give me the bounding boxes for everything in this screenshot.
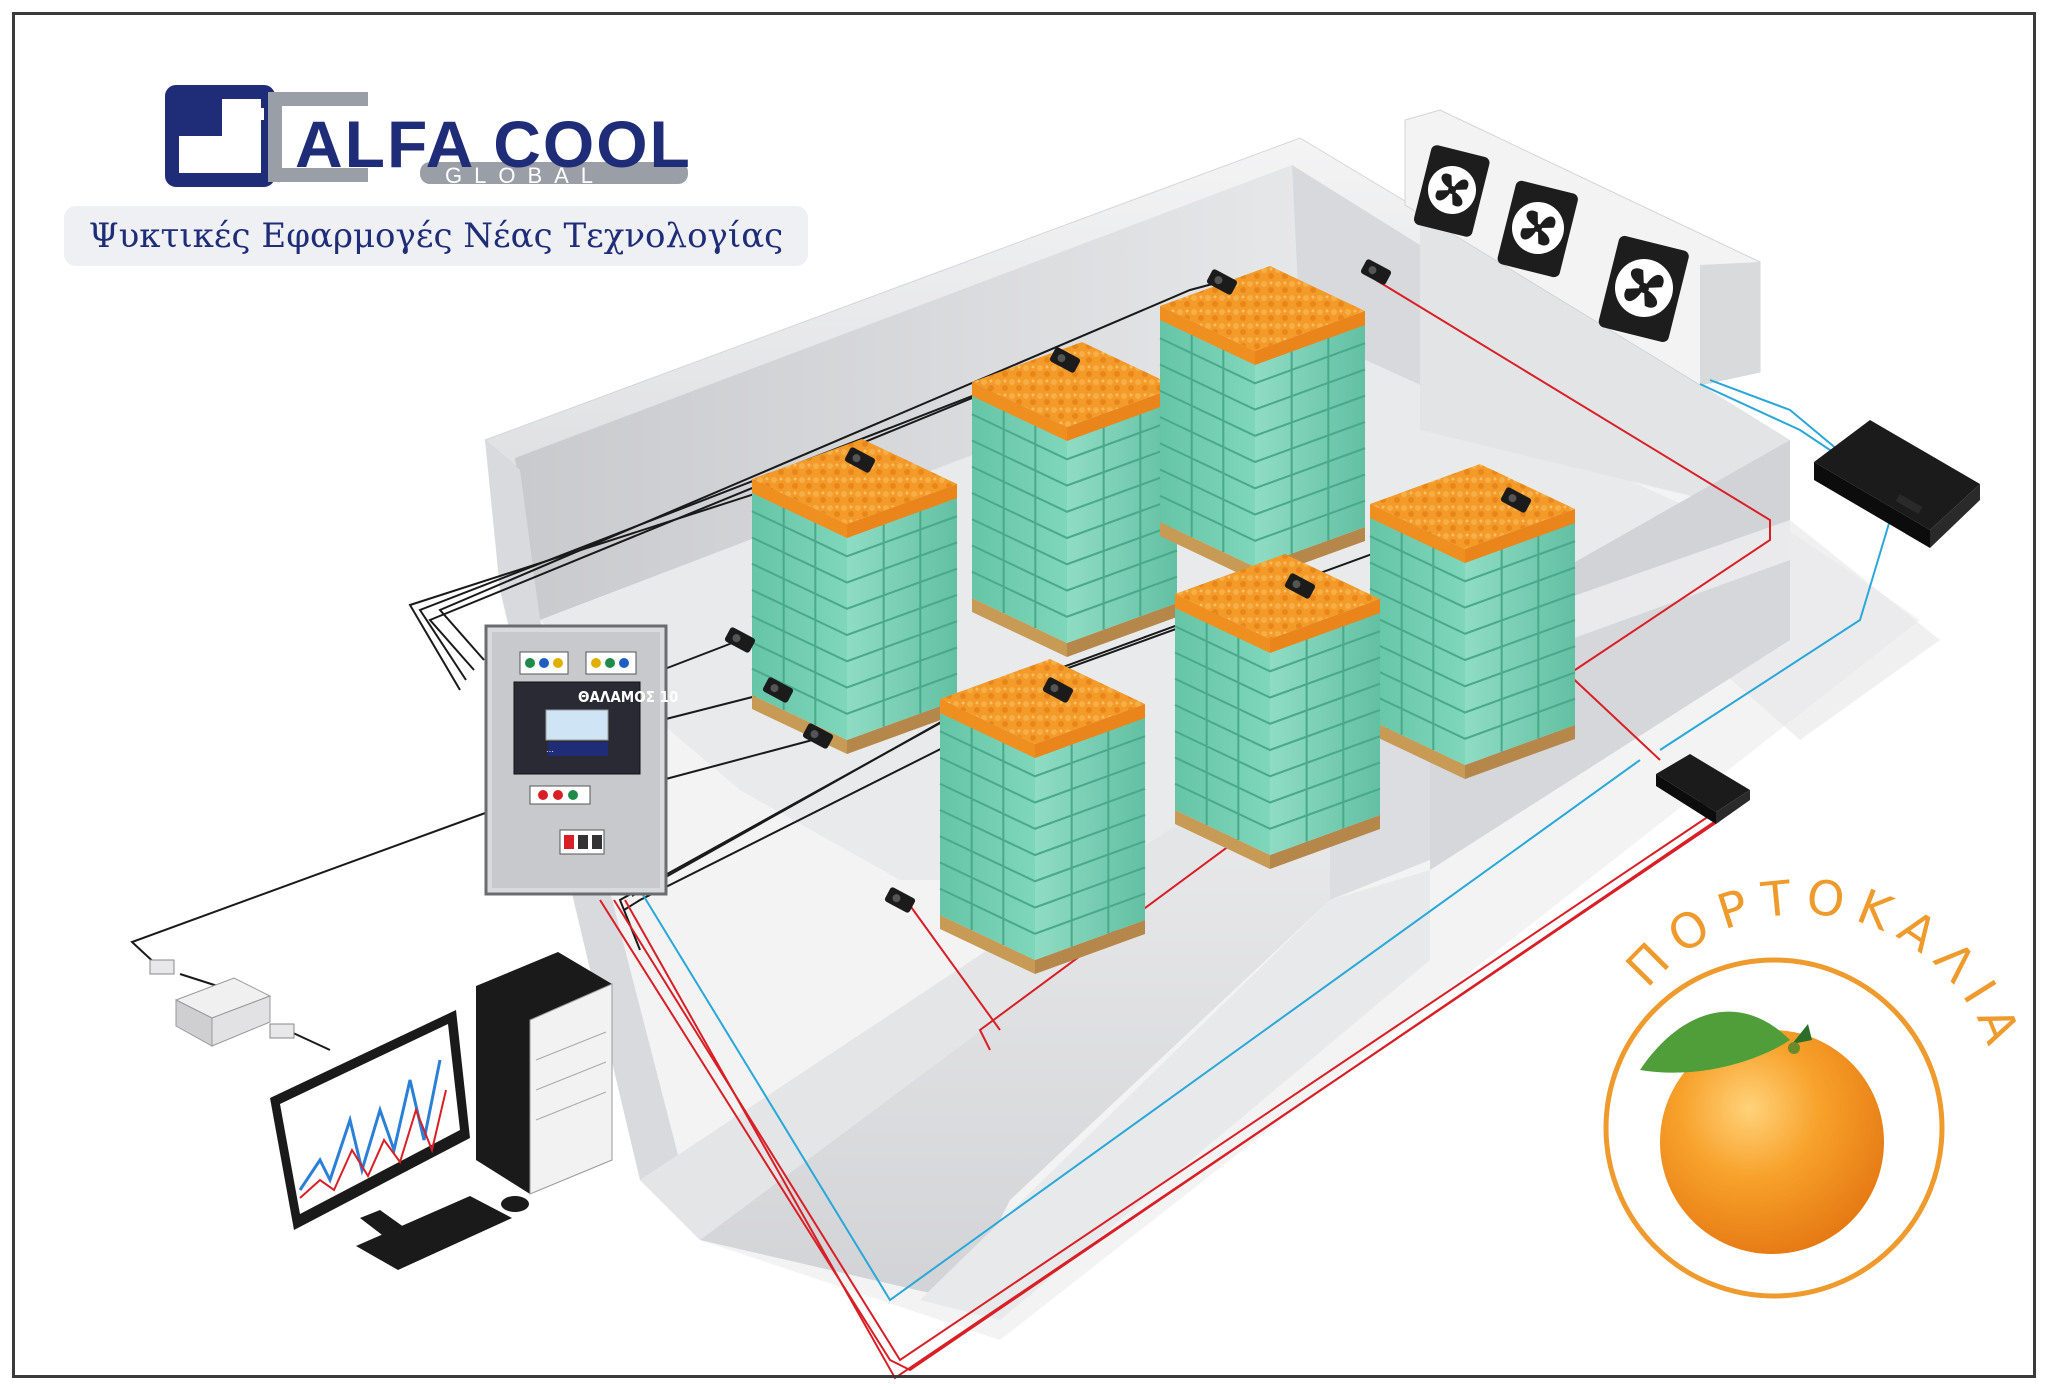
orange-fruit-top-edge [1465,509,1575,563]
control-panel-title: ΘΑΛΑΜΟΣ 10 [578,688,679,706]
network-gateway-icon [149,959,295,1047]
orange-fruit-top [1160,266,1365,351]
control-cabinet-icon [484,624,668,896]
orange-fruit-top [972,342,1177,427]
orange-fruit-top-edge [1370,504,1465,563]
orange-fruit-top-edge [1160,306,1255,365]
pallet-base [1067,603,1177,657]
orange-fruit-top [1370,464,1575,549]
temperature-sensor-icon [1360,259,1392,285]
orange-fruit-top-edge [752,479,847,538]
fan-icon [1414,145,1490,237]
pallet-base [1175,810,1270,869]
controller-box-icon [1814,420,1980,548]
orange-pallet [1369,464,1576,779]
sensor-lens [1508,494,1517,503]
evaporator-unit [1404,109,1761,386]
temperature-sensor-icon [1042,677,1074,703]
orange-fruit-top-edge [1175,594,1270,653]
sensor-lens [1050,684,1059,693]
orange-fruit-top-edge [1270,599,1380,653]
sensor-lens [892,894,901,903]
temperature-sensor-icon [1206,269,1238,295]
temperature-sensor-icon [724,627,756,653]
logo-name: ALFA COOL [295,107,692,181]
computer-icon [270,952,613,1270]
orange-fruit-top-edge [1067,387,1177,441]
tagline-box [64,206,808,266]
orange-fruit-top [1175,554,1380,639]
orange-fruit-top-edge [940,699,1035,758]
orange-fruit-top [752,439,957,524]
pallet-base [940,915,1035,974]
sensor-lens [732,634,741,643]
orange-fruit-top-edge [1255,311,1365,365]
pallet-base [847,700,957,754]
pallet-base [1370,720,1465,779]
orange-fruit-top-edge [972,382,1067,441]
temperature-sensor-icon [1500,487,1532,513]
orange-pallet [1159,266,1366,581]
pallet-base [1035,920,1145,974]
orange-pallet [1174,554,1381,869]
sensor-lens [1214,276,1223,285]
company-logo [165,85,688,187]
orange-fruit-top-edge [847,484,957,538]
orange-pallet [971,342,1178,657]
pallet-base [1270,815,1380,869]
sensor-lens [1368,266,1377,275]
orange-fruit-top-edge [1035,704,1145,758]
pallet-base [1465,725,1575,779]
temperature-sensor-icon [1049,347,1081,373]
sensor-lens [770,684,779,693]
fan-icon [1497,180,1578,278]
temperature-sensor-icon [802,723,834,749]
sensor-lens [852,454,861,463]
sensor-lens [1292,580,1301,589]
fan-icon [1598,235,1689,343]
temperature-sensor-icon [1284,573,1316,599]
orange-fruit-top [940,659,1145,744]
orange-fruit-icon [1640,1011,1884,1254]
temperature-sensor-icon [884,887,916,913]
controller-box-icon [1656,754,1750,824]
orange-pallet [939,659,1146,974]
sensor-lens [810,730,819,739]
sensor-lens [1057,354,1066,363]
logo-subtitle: GLOBAL [445,163,606,188]
temperature-sensor-icon [844,447,876,473]
control-panel-brand: … [546,745,554,754]
tagline: Ψυκτικές Εφαρμογές Νέας Τεχνολογίας [88,216,784,256]
temperature-sensor-icon [762,677,794,703]
pallet-base [972,598,1067,657]
image-frame [12,12,2036,1378]
pallet-base [1160,522,1255,581]
